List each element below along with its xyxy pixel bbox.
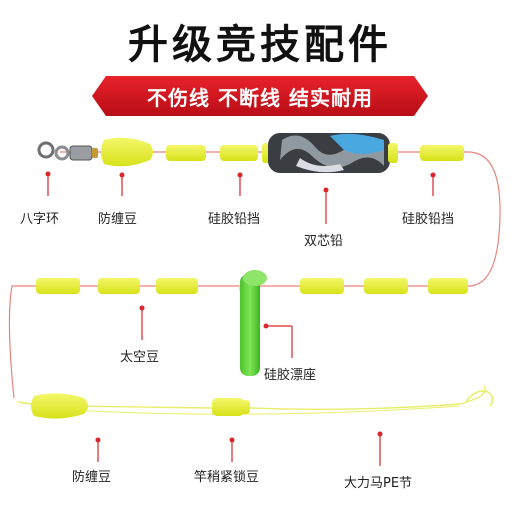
- pe-line: [69, 405, 461, 415]
- rod-lock-bean: [212, 398, 244, 416]
- silicone-stopper: [420, 145, 464, 161]
- banner-shape: [92, 76, 428, 116]
- space-bean: [428, 278, 468, 294]
- pe-loop: [465, 390, 494, 407]
- label-swivel: 八字环: [20, 212, 60, 227]
- float-seat-icon: [239, 270, 267, 376]
- anti-tangle-bean-2: [31, 393, 88, 419]
- label-float-seat: 硅胶漂座: [264, 368, 317, 383]
- label-anti-tangle-bean-1: 防缠豆: [98, 212, 138, 227]
- label-silicone-stopper-1: 硅胶铅挡: [208, 212, 261, 227]
- label-anti-tangle-bean-2: 防缠豆: [72, 470, 112, 485]
- anti-tangle-bean-1: [101, 137, 153, 167]
- space-bean: [364, 278, 408, 294]
- silicone-stopper: [220, 145, 258, 161]
- label-pe-connector: 大力马PE节: [344, 476, 413, 491]
- pe-line: [17, 385, 486, 411]
- space-bean: [36, 278, 80, 294]
- feature-banner: 不伤线 不断线 结实耐用: [92, 76, 428, 116]
- space-bean: [98, 278, 140, 294]
- rod-lock-bean: [240, 400, 250, 414]
- space-bean: [156, 278, 198, 294]
- label-sinker: 双芯铅: [304, 234, 344, 249]
- banner-text: 不伤线 不断线 结实耐用: [147, 85, 373, 110]
- label-silicone-stopper-2: 硅胶铅挡: [402, 212, 455, 227]
- swivel-icon: [37, 141, 98, 161]
- label-space-bean: 太空豆: [120, 350, 160, 365]
- silicone-stopper: [166, 145, 206, 161]
- sinker-icon: [262, 133, 398, 173]
- space-bean: [300, 278, 344, 294]
- page-title: 升级竞技配件: [128, 22, 392, 68]
- label-rod-lock-bean: 竿稍紧锁豆: [194, 470, 260, 485]
- fishing-line: [8, 151, 501, 399]
